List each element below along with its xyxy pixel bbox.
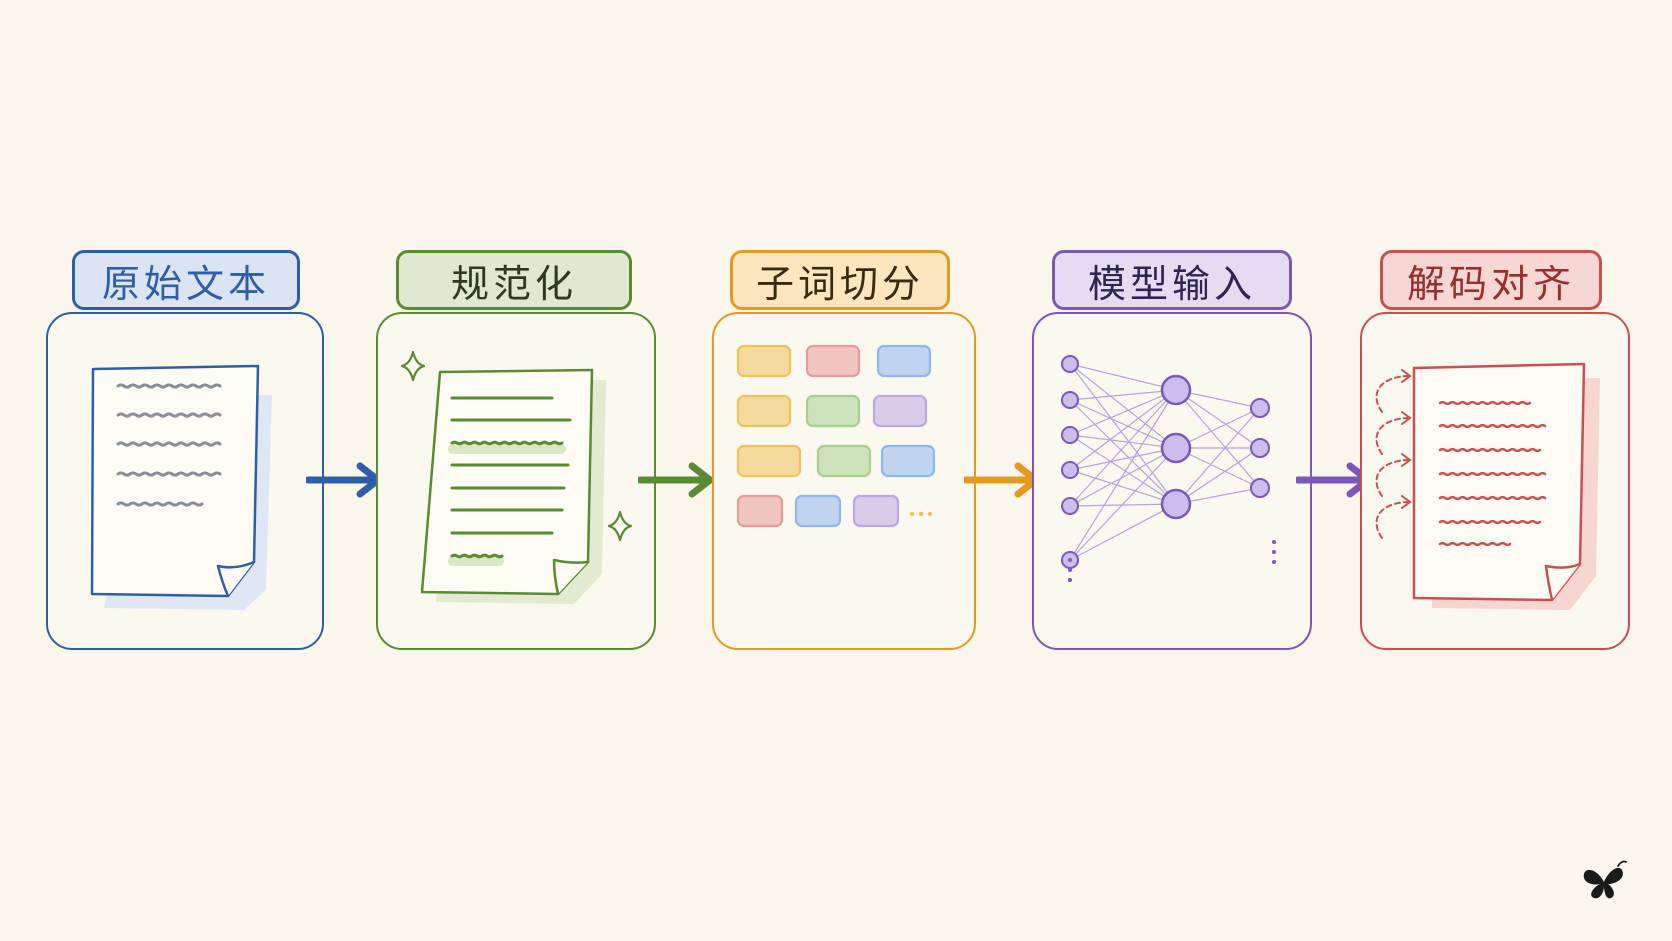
nn-edge	[1069, 389, 1177, 561]
nn-edge	[1069, 363, 1177, 391]
alignment-arrowhead	[1401, 453, 1412, 467]
text-line	[1438, 541, 1512, 547]
nn-edge	[1069, 363, 1177, 505]
token-block	[880, 444, 936, 478]
nn-hidden-node	[1160, 374, 1192, 406]
stage-label-raw-text: 原始文本	[72, 250, 300, 310]
nn-input-node	[1061, 355, 1079, 373]
text-line	[1438, 423, 1547, 429]
flow-arrow-1	[306, 462, 382, 498]
text-line	[116, 501, 204, 507]
nn-output-node	[1250, 438, 1270, 458]
text-line	[116, 471, 222, 477]
nn-hidden-node	[1160, 488, 1192, 520]
clean-document-icon	[400, 350, 633, 604]
token-block	[736, 444, 802, 478]
token-grid-icon	[736, 344, 936, 528]
nn-edge	[1069, 389, 1177, 401]
alignment-arrowhead	[1401, 411, 1412, 425]
document-icon	[90, 364, 272, 610]
nn-edge	[1069, 447, 1177, 561]
token-block	[736, 494, 784, 528]
nn-edge	[1175, 447, 1261, 489]
nn-input-node	[1061, 497, 1079, 515]
token-block	[805, 344, 861, 378]
text-line	[450, 440, 564, 446]
alignment-arrowhead	[1401, 495, 1412, 509]
token-block	[805, 394, 861, 428]
neural-network-icon	[1061, 355, 1276, 582]
nn-edge	[1069, 434, 1177, 505]
token-block	[816, 444, 872, 478]
text-line	[1438, 471, 1547, 477]
butterfly-logo-icon	[1583, 860, 1627, 899]
stage-box-raw-text	[46, 312, 324, 650]
alignment-arrow	[1375, 375, 1411, 413]
nn-hidden-node	[1160, 432, 1192, 464]
nn-edge	[1175, 407, 1261, 449]
nn-input-node	[1061, 426, 1079, 444]
stage-label-model-input: 模型输入	[1052, 250, 1292, 310]
token-block	[872, 394, 928, 428]
ellipsis-dot	[909, 511, 915, 517]
aligned-document-icon	[1375, 362, 1600, 610]
flow-arrow-2	[638, 462, 714, 498]
ellipsis-dot	[918, 511, 924, 517]
nn-edge	[1069, 447, 1177, 507]
alignment-arrow	[1375, 501, 1411, 539]
text-line	[1438, 400, 1532, 406]
stage-box-normalize	[376, 312, 656, 650]
stage-box-tokenize	[712, 312, 976, 650]
nn-edge	[1069, 363, 1177, 449]
nn-edge	[1069, 447, 1177, 471]
token-block	[876, 344, 932, 378]
nn-edge	[1069, 399, 1177, 449]
nn-edge	[1069, 503, 1177, 561]
text-line	[116, 441, 222, 447]
stage-label-decode-align: 解码对齐	[1380, 250, 1602, 310]
nn-output-node	[1250, 398, 1270, 418]
nn-input-node	[1061, 461, 1079, 479]
text-line	[116, 383, 222, 389]
text-line	[1438, 447, 1542, 453]
ellipsis-dot	[927, 511, 933, 517]
stage-label-normalize: 规范化	[396, 250, 632, 310]
token-block	[794, 494, 842, 528]
nn-edge	[1175, 389, 1261, 449]
nn-edge	[1175, 447, 1261, 505]
nn-edge	[1069, 389, 1177, 507]
stage-label-tokenize: 子词切分	[730, 250, 950, 310]
text-line	[1438, 495, 1547, 501]
nn-edge	[1175, 407, 1261, 505]
nn-edge	[1069, 469, 1177, 505]
text-line	[1438, 519, 1542, 525]
nn-edge	[1069, 503, 1177, 507]
token-block	[736, 344, 792, 378]
nn-output-node	[1250, 478, 1270, 498]
alignment-arrowhead	[1401, 369, 1412, 383]
nn-input-node	[1061, 391, 1079, 409]
nn-edge	[1069, 434, 1177, 449]
token-block	[736, 394, 792, 428]
nn-edge	[1069, 389, 1177, 471]
alignment-arrow	[1375, 417, 1411, 455]
stage-box-decode-align	[1360, 312, 1630, 650]
sparkle-icon	[607, 510, 633, 542]
token-block	[852, 494, 900, 528]
text-line	[116, 412, 222, 418]
text-line	[450, 553, 504, 559]
stage-box-model-input	[1032, 312, 1312, 650]
nn-edge	[1069, 399, 1177, 505]
alignment-arrow	[1375, 459, 1411, 497]
nn-edge	[1069, 389, 1177, 436]
nn-edge	[1175, 389, 1261, 489]
sparkle-icon	[400, 350, 426, 382]
